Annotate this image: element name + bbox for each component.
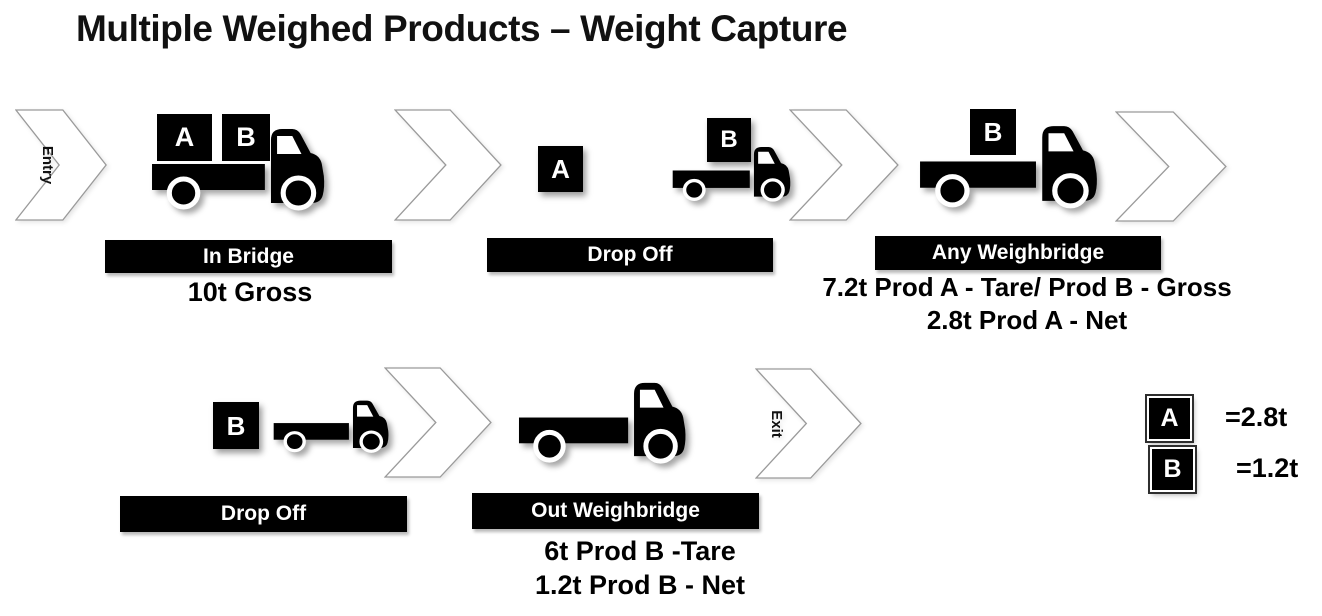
truck-drop-off-icon (672, 139, 797, 206)
truck3-box-b: B (970, 109, 1016, 155)
legend-box-b-label: B (1163, 455, 1182, 483)
stage-bar-drop-off-bottom: Drop Off (120, 496, 407, 532)
stage-bar-in-bridge: In Bridge (105, 240, 392, 273)
flow-chevron-icon (1115, 111, 1227, 222)
cargo-box-a-on-truck: A (157, 114, 212, 161)
legend-box-b: B (1150, 447, 1195, 492)
entry-label: Entry (39, 145, 57, 185)
dropped-box-a: A (538, 146, 583, 192)
flow-chevron-icon (789, 109, 899, 221)
exit-chevron-icon: Exit (755, 368, 862, 479)
truck-in-bridge-icon (151, 117, 334, 217)
truck-box-b: B (707, 118, 751, 162)
drop-off-bottom-label: Drop Off (220, 502, 307, 525)
cargo-box-a-label: A (174, 122, 195, 152)
stage-bar-any-weighbridge: Any Weighbridge (875, 236, 1161, 270)
in-bridge-label: In Bridge (202, 244, 294, 268)
truck-box-b-label: B (720, 126, 738, 153)
caption-out-weighbridge-line1: 6t Prod B -Tare (544, 536, 736, 566)
out-weighbridge-label: Out Weighbridge (531, 499, 700, 522)
flow-chevron-icon (394, 109, 502, 221)
caption-in-bridge: 10t Gross (187, 277, 313, 307)
caption-any-weighbridge-line2: 2.8t Prod A - Net (926, 305, 1128, 335)
caption-out-weighbridge-line2: 1.2t Prod B - Net (534, 570, 746, 600)
any-weighbridge-label: Any Weighbridge (931, 241, 1105, 264)
flow-chevron-icon (384, 367, 492, 478)
dropped-box-b: B (213, 402, 259, 449)
legend-value-a: =2.8t (1225, 402, 1288, 432)
truck-empty-small-icon (273, 393, 395, 457)
legend-box-a: A (1147, 396, 1192, 441)
caption-any-weighbridge-line1: 7.2t Prod A - Tare/ Prod B - Gross (822, 272, 1232, 302)
drop-off-top-label: Drop Off (587, 243, 673, 266)
cargo-box-b-label: B (236, 122, 256, 152)
exit-label: Exit (768, 410, 786, 438)
legend-value-b: =1.2t (1236, 453, 1299, 483)
entry-chevron-icon: Entry (15, 109, 107, 221)
legend-box-a-label: A (1160, 404, 1179, 432)
dropped-box-b-label: B (226, 410, 246, 441)
truck-any-weighbridge-icon (919, 114, 1107, 215)
truck-out-weighbridge-icon (518, 371, 695, 470)
stage-bar-drop-off-top: Drop Off (487, 238, 773, 272)
truck3-box-b-label: B (983, 117, 1003, 147)
stage-bar-out-weighbridge: Out Weighbridge (472, 493, 759, 529)
cargo-box-b-on-truck: B (222, 114, 270, 161)
page-title: Multiple Weighed Products – Weight Captu… (76, 8, 848, 49)
dropped-box-a-label: A (551, 154, 570, 184)
